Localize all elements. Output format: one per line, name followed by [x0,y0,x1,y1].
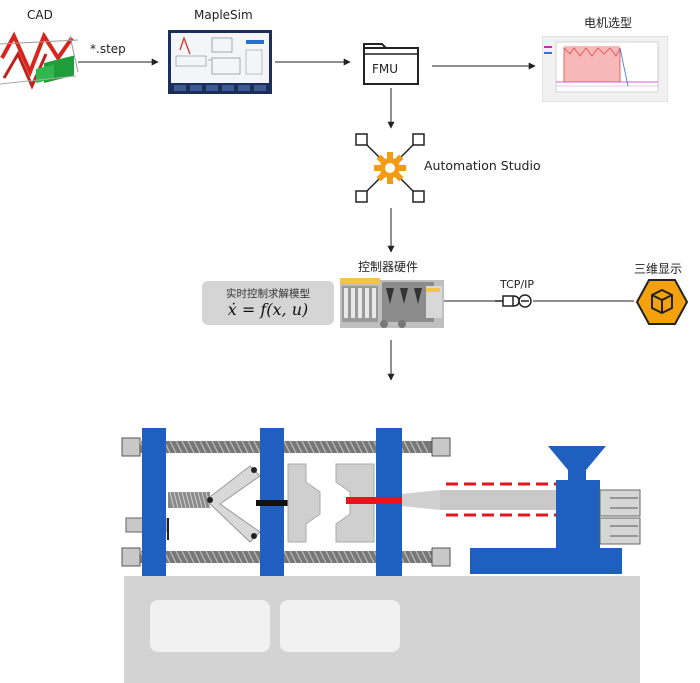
controller-hardware-label: 控制器硬件 [358,260,419,274]
motor-chart-icon [542,36,668,102]
cad-label: CAD [27,8,53,22]
realtime-model-title: 实时控制求解模型 [226,288,310,300]
tie-bar-top [121,437,451,457]
tcpip-label: TCP/IP [500,278,534,291]
machine-base-panel [280,600,400,652]
fmu-label: FMU [372,62,399,76]
automation-studio-label: Automation Studio [424,158,541,173]
hopper-neck [568,470,586,480]
connector-icon [495,294,532,308]
sprue-red [346,497,402,504]
realtime-model-equation: ẋ = f(x, u) [227,300,309,319]
maplesim-label: MapleSim [194,8,253,22]
gear-network-icon [355,133,425,203]
plc-hardware-icon [340,278,444,328]
moving-platen-seal [256,500,288,506]
cad-model-icon [0,31,79,90]
drive-motor [599,489,641,545]
injection-molding-machine [121,428,641,683]
folder-icon [363,43,419,85]
hopper [548,446,606,470]
motor-selection-label: 电机选型 [584,16,633,30]
rear-platen [142,428,166,576]
barrel [440,490,556,510]
tie-bar-bottom [121,547,451,567]
injection-carriage [470,548,622,574]
nozzle [402,490,440,510]
machine-base-panel [150,600,270,652]
cube-3d-icon [636,279,688,325]
step-format-label: *.step [90,42,126,56]
maplesim-screenshot-icon [168,30,272,94]
injection-unit-body [556,480,600,548]
mold-left [287,463,321,543]
display3d-label: 三维显示 [634,262,683,276]
realtime-model-box: 实时控制求解模型 ẋ = f(x, u) [202,281,334,325]
